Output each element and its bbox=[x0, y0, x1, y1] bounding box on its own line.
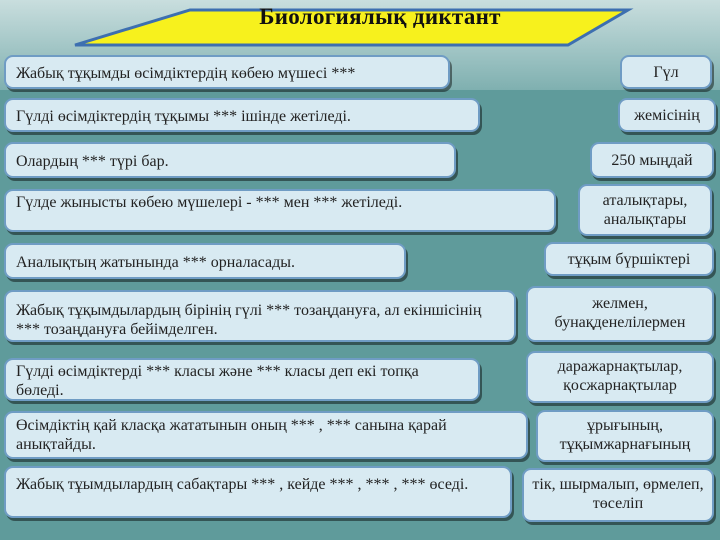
question-text-2: Гүлді өсімдіктердің тұқымы *** ішінде же… bbox=[16, 108, 351, 125]
answer-text-5: тұқым бүршіктері bbox=[567, 250, 691, 268]
title-banner: Биологиялық диктант bbox=[0, 0, 720, 50]
question-text-7: Гүлді өсімдіктерді *** класы және *** кл… bbox=[16, 363, 419, 399]
question-box-3[interactable]: Олардың *** түрі бар. bbox=[4, 142, 456, 178]
answer-text-2: жемісінің bbox=[634, 106, 700, 124]
title-banner-shape bbox=[74, 8, 634, 47]
page-title: Биологиялық диктант bbox=[259, 4, 501, 29]
answer-text-7: даражарнақтылар, қосжарнақтылар bbox=[557, 358, 683, 394]
answer-box-4[interactable]: аталықтары, аналықтары bbox=[578, 184, 712, 236]
question-box-5[interactable]: Аналықтың жатынында *** орналасады. bbox=[4, 243, 406, 279]
question-text-6: Жабық тұқымдылардың бірінің гүлі *** тоз… bbox=[16, 302, 482, 338]
answer-box-8[interactable]: ұрығының, тұқымжарнағының bbox=[536, 410, 714, 462]
question-text-1: Жабық тұқымды өсімдіктердің көбею мүшесі… bbox=[16, 65, 356, 82]
answer-text-9: тік, шырмалып, өрмелеп, төселіп bbox=[532, 476, 704, 512]
question-box-7[interactable]: Гүлді өсімдіктерді *** класы және *** кл… bbox=[4, 358, 480, 401]
question-text-8: Өсімдіктің қай класқа жататынын оның ***… bbox=[16, 417, 447, 453]
answer-box-9[interactable]: тік, шырмалып, өрмелеп, төселіп bbox=[522, 468, 714, 522]
question-box-1[interactable]: Жабық тұқымды өсімдіктердің көбею мүшесі… bbox=[4, 55, 450, 89]
answer-text-4: аталықтары, аналықтары bbox=[602, 192, 688, 228]
answer-text-3: 250 мыңдай bbox=[611, 151, 693, 169]
answer-box-2[interactable]: жемісінің bbox=[618, 98, 716, 132]
question-box-8[interactable]: Өсімдіктің қай класқа жататынын оның ***… bbox=[4, 411, 528, 459]
question-text-3: Олардың *** түрі бар. bbox=[16, 153, 169, 170]
question-box-4[interactable]: Гүлде жынысты көбею мүшелері - *** мен *… bbox=[4, 189, 556, 232]
answer-text-8: ұрығының, тұқымжарнағының bbox=[559, 417, 691, 453]
question-box-6[interactable]: Жабық тұқымдылардың бірінің гүлі *** тоз… bbox=[4, 290, 516, 342]
question-text-4: Гүлде жынысты көбею мүшелері - *** мен *… bbox=[16, 194, 403, 211]
answer-box-6[interactable]: желмен, бунақденелілермен bbox=[526, 286, 714, 342]
answer-box-5[interactable]: тұқым бүршіктері bbox=[544, 242, 714, 276]
answer-text-1: Гүл bbox=[653, 63, 679, 81]
question-box-2[interactable]: Гүлді өсімдіктердің тұқымы *** ішінде же… bbox=[4, 98, 480, 132]
question-text-9: Жабық тұымдылардың сабақтары *** , кейде… bbox=[16, 476, 469, 493]
question-box-9[interactable]: Жабық тұымдылардың сабақтары *** , кейде… bbox=[4, 466, 512, 518]
answer-box-3[interactable]: 250 мыңдай bbox=[590, 142, 714, 178]
answer-box-7[interactable]: даражарнақтылар, қосжарнақтылар bbox=[526, 351, 714, 403]
answer-text-6: желмен, бунақденелілермен bbox=[554, 295, 686, 331]
answer-box-1[interactable]: Гүл bbox=[620, 55, 712, 89]
question-text-5: Аналықтың жатынында *** орналасады. bbox=[16, 254, 295, 271]
